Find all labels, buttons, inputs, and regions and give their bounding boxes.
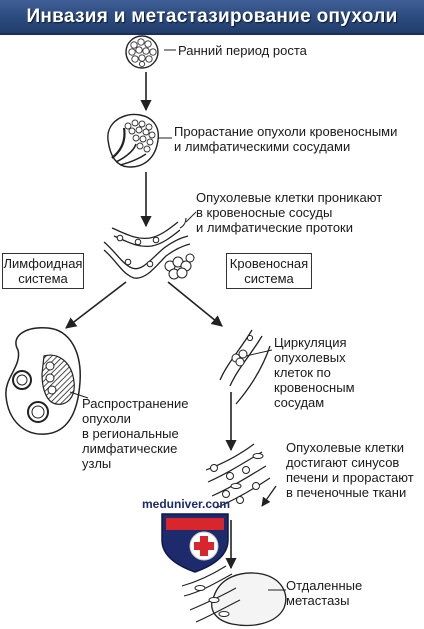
label-liver: Опухолевые клетки достигают синусов пече… (286, 440, 414, 500)
label-line: Распространение (82, 396, 189, 411)
label-line: Циркуляция (274, 335, 347, 350)
arrow-to-blood (167, 281, 223, 327)
label-vessel-ingrowth: Прорастание опухоли кровеносными и лимфа… (174, 124, 397, 154)
vascularized-tumor-icon (107, 113, 159, 168)
label-line: метастазы (286, 593, 350, 608)
distant-metastasis-icon (181, 565, 287, 627)
label-line: в печеночные ткани (286, 485, 407, 500)
label-line: клеток по (274, 365, 331, 380)
label-line: Прорастание опухоли кровеносными (174, 124, 398, 139)
label-line: опухоли (82, 411, 131, 426)
label-line: Опухолевые клетки (286, 440, 404, 455)
label-line: сосудам (274, 395, 325, 410)
lymph-node-icon (5, 327, 89, 435)
page-title: Инвазия и метастазирование опухоли (26, 5, 398, 27)
watermark-text: meduniver.com (142, 497, 231, 511)
box-line: Лимфоидная (3, 256, 83, 271)
label-line: достигают синусов (286, 455, 400, 470)
label-early-growth: Ранний период роста (178, 43, 307, 58)
box-line: система (244, 271, 294, 286)
label-line: Отдаленные (286, 578, 363, 593)
arrow-to-lymph (65, 281, 127, 329)
label-line: и лимфатическими сосудами (174, 139, 351, 154)
label-lymph-spread: Распространение опухоли в региональные л… (82, 396, 188, 471)
label-circulation: Циркуляция опухолевых клеток по кровенос… (274, 335, 355, 410)
label-cells-penetrate: Опухолевые клетки проникают в кровеносны… (196, 190, 382, 235)
box-line: система (18, 271, 68, 286)
label-line: кровеносным (274, 380, 355, 395)
meduniver-logo-icon (161, 513, 229, 573)
label-line: узлы (82, 456, 112, 471)
penetrating-vessels-icon (103, 217, 195, 280)
label-distant: Отдаленные метастазы (286, 578, 362, 608)
early-tumor-cluster-icon (125, 35, 159, 69)
label-line: опухолевых (274, 350, 346, 365)
title-bar: Инвазия и метастазирование опухоли (0, 0, 424, 35)
label-line: лимфатические (82, 441, 178, 456)
blood-system-box: Кровеносная система (226, 253, 312, 289)
label-line: в кровеносные сосуды (196, 205, 333, 220)
label-line: и лимфатические протоки (196, 220, 354, 235)
leader-3 (185, 211, 197, 223)
label-line: печени и прорастают (286, 470, 414, 485)
label-line: Опухолевые клетки проникают (196, 190, 383, 205)
circulation-vessel-icon (219, 329, 273, 405)
lymph-system-box: Лимфоидная система (2, 253, 84, 289)
box-line: Кровеносная (229, 256, 309, 271)
label-line: в региональные (82, 426, 179, 441)
liver-sinusoid-icon (205, 443, 277, 509)
